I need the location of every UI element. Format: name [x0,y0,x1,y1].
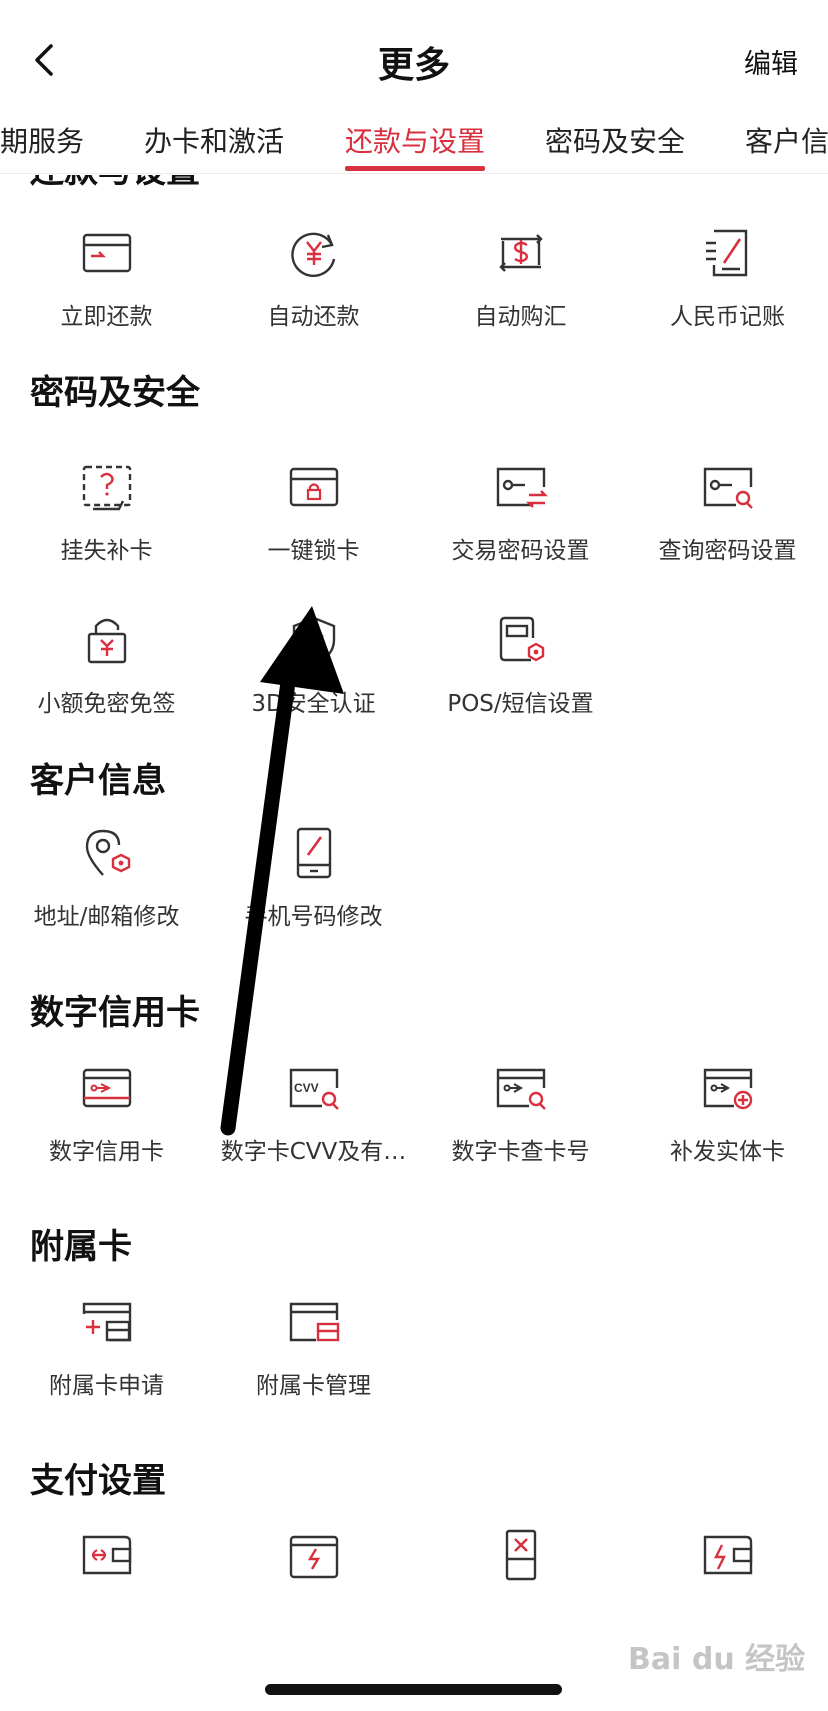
svg-text:CVV: CVV [294,1081,319,1095]
category-tabs: 期服务 办卡和激活 还款与设置 密码及安全 客户信 [0,118,828,174]
flash-card-icon [289,1535,339,1579]
lost-card-item[interactable]: 挂失补卡 [3,459,210,589]
lost-card-icon [82,465,132,511]
tab-customer-info[interactable]: 客户信 [745,125,828,158]
card-repay-icon [82,233,132,273]
section-title-customer: 客户信息 [30,761,166,801]
key-search-icon [703,467,753,509]
supplementary-apply-item[interactable]: 附属卡申请 [3,1294,210,1424]
digital-card-icon [82,1068,132,1108]
payment-item-2[interactable] [210,1527,417,1657]
top-bar: 更多 编辑 [0,0,828,118]
flash-wallet-icon [703,1535,753,1575]
page-title: 更多 [377,45,450,86]
digital-card-number-item[interactable]: 数字卡查卡号 [417,1060,624,1190]
key-exchange-icon [496,467,548,508]
payment-item-1[interactable] [3,1527,210,1657]
phone-edit-icon [296,827,332,879]
reissue-physical-card-item[interactable]: 补发实体卡 [624,1060,828,1190]
rmb-ledger-item[interactable]: 人民币记账 [624,225,828,355]
card-reissue-icon [703,1068,753,1110]
card-number-search-icon [496,1068,546,1110]
tab-installment[interactable]: 期服务 [0,125,85,158]
pos-sms-settings-item[interactable]: POS/短信设置 [417,612,624,742]
digital-cvv-item[interactable]: CVV 数字卡CVV及有… [210,1060,417,1190]
phone-change-item[interactable]: 手机号码修改 [210,825,417,955]
address-email-item[interactable]: 地址/邮箱修改 [3,825,210,955]
tab-repay-settings[interactable]: 还款与设置 [345,125,486,158]
section-title-payment: 支付设置 [30,1461,166,1501]
payment-item-3[interactable] [417,1527,624,1657]
ledger-pen-icon [706,229,748,277]
lock-card-item[interactable]: 一键锁卡 [210,459,417,589]
tab-apply-activate[interactable]: 办卡和激活 [144,125,285,158]
card-cancel-icon [505,1529,537,1581]
padlock-yuan-icon [87,618,127,664]
pos-settings-icon [499,616,545,662]
content-scroll[interactable]: 还款与设置 立即还款 自动还款 自动购汇 [0,175,828,1711]
payment-item-4[interactable] [624,1527,828,1657]
back-button[interactable] [24,38,64,82]
query-password-item[interactable]: 查询密码设置 [624,459,828,589]
tab-password-security[interactable]: 密码及安全 [545,125,686,158]
section-title-repay: 还款与设置 [30,175,200,192]
edit-button[interactable]: 编辑 [744,49,798,80]
section-title-supplementary: 附属卡 [30,1227,132,1267]
supplementary-apply-icon [82,1302,132,1342]
transaction-password-item[interactable]: 交易密码设置 [417,459,624,589]
shield-3d-icon [292,616,336,666]
auto-fx-item[interactable]: 自动购汇 [417,225,624,355]
section-title-digital: 数字信用卡 [30,993,200,1033]
location-settings-icon [85,829,131,876]
home-indicator [265,1684,562,1695]
repay-now-item[interactable]: 立即还款 [3,225,210,355]
supplementary-manage-item[interactable]: 附属卡管理 [210,1294,417,1424]
lock-card-icon [289,467,339,507]
card-link-icon [82,1535,132,1575]
active-tab-indicator [345,166,485,171]
cvv-search-icon: CVV [289,1068,339,1110]
3d-secure-item[interactable]: 3D安全认证 [210,612,417,742]
digital-card-item[interactable]: 数字信用卡 [3,1060,210,1190]
small-amount-free-item[interactable]: 小额免密免签 [3,612,210,742]
chevron-left-icon [35,44,53,76]
yuan-cycle-icon [291,232,336,277]
auto-repay-item[interactable]: 自动还款 [210,225,417,355]
dollar-exchange-icon [499,234,543,272]
watermark: Bai du 经验 [628,1642,806,1677]
supplementary-manage-icon [289,1302,340,1342]
section-title-security: 密码及安全 [30,373,200,413]
